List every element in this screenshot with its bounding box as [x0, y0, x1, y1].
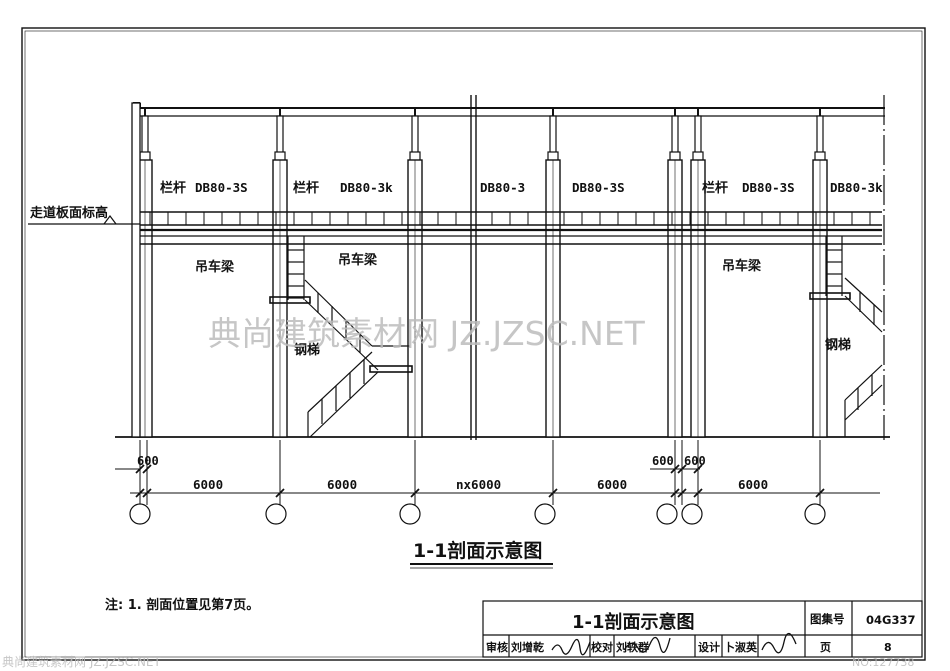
db-label-4: DB80-3S	[572, 180, 625, 195]
axis-bubble-3	[534, 503, 556, 525]
walkway-elevation-marker	[28, 215, 140, 225]
walkway	[140, 211, 882, 245]
atlas-number: 04G337	[866, 613, 915, 627]
steel-stair-label-2: 钢梯	[825, 337, 851, 353]
roof-truss	[133, 102, 885, 117]
axis-bubble-0	[129, 503, 151, 525]
axis-bubble-2	[399, 503, 421, 525]
axis-bubble-6	[804, 503, 826, 525]
dim-tick-small	[135, 464, 145, 474]
dim-600-mid-right: 600	[684, 454, 706, 468]
dim-tick-small	[142, 464, 152, 474]
designer-name: 卜淑英	[724, 640, 758, 654]
check-label: 校对	[591, 640, 613, 654]
axis-bubble-4	[656, 503, 678, 525]
note: 注: 1. 剖面位置见第7页。	[105, 597, 259, 613]
atlas-label: 图集号	[810, 612, 845, 626]
dim-bay-1: 6000	[193, 477, 223, 492]
end-column	[131, 102, 141, 438]
db-label-2: DB80-3k	[340, 180, 393, 195]
dim-600-mid-left: 600	[652, 454, 674, 468]
footer-watermark: 典尚建筑素材网 JZ.JZSC.NET	[2, 654, 162, 669]
crane-beam-label-3: 吊车梁	[722, 258, 762, 274]
watermark: 典尚建筑素材网 JZ.JZSC.NET	[208, 314, 646, 353]
dim-bay-2: 6000	[327, 477, 357, 492]
dimension-lines	[115, 440, 880, 505]
review-label: 审核	[486, 640, 508, 654]
crane-beam-label-1: 吊车梁	[195, 259, 235, 275]
sheet-border	[21, 27, 926, 661]
dim-600-left: 600	[137, 454, 159, 468]
db-label-1: DB80-3S	[195, 180, 248, 195]
db-label-6: DB80-3k	[830, 180, 883, 195]
db-label-3: DB80-3	[480, 180, 525, 195]
dim-tick-small	[670, 464, 680, 474]
dim-tick-small	[693, 464, 703, 474]
crane-beam-label-2: 吊车梁	[338, 252, 378, 268]
walkway-elevation-label: 走道板面标高	[30, 205, 108, 221]
railing-label-2: 栏杆	[293, 180, 319, 196]
left-steel-stair	[269, 236, 413, 438]
break-line	[470, 95, 477, 440]
dim-bay-3: nx6000	[456, 477, 501, 492]
title-block	[482, 600, 923, 658]
image-number: NO:127738	[852, 656, 914, 669]
drawing-title: 1-1剖面示意图	[413, 539, 542, 562]
page-number: 8	[884, 641, 892, 654]
dim-tick-small	[677, 464, 687, 474]
signatures	[551, 632, 797, 656]
design-label: 设计	[698, 640, 720, 654]
dim-bay-4: 6000	[597, 477, 627, 492]
title-block-title: 1-1剖面示意图	[572, 611, 695, 633]
axis-bubbles	[129, 503, 826, 525]
railing-label-1: 栏杆	[160, 180, 186, 196]
page-label: 页	[820, 641, 831, 654]
steel-stair-label-1: 钢梯	[294, 342, 320, 358]
railing-posts	[149, 212, 871, 225]
axis-bubble-5	[681, 503, 703, 525]
dim-bay-5: 6000	[738, 477, 768, 492]
reviewer-name: 刘增乾	[511, 640, 544, 654]
right-steel-stair	[809, 236, 883, 437]
railing-label-3: 栏杆	[702, 180, 728, 196]
axis-bubble-1	[265, 503, 287, 525]
db-label-5: DB80-3S	[742, 180, 795, 195]
